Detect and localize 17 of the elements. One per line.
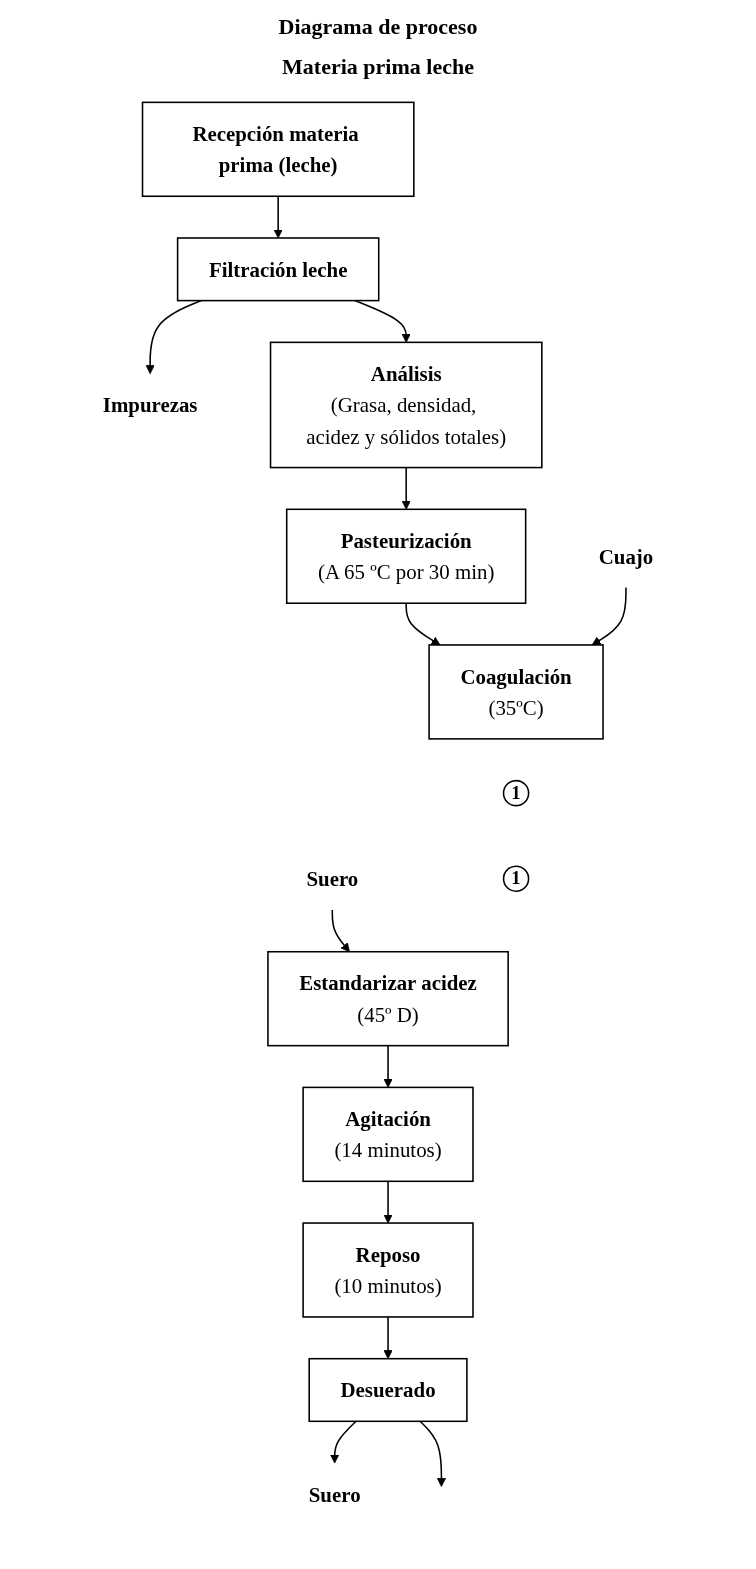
node-text: Impurezas xyxy=(102,393,198,417)
node-text: Suero xyxy=(308,1482,361,1506)
node-text: Suero xyxy=(306,867,359,891)
node-box: Análisis (Grasa, densidad, acidez y sólidos totales) xyxy=(269,341,543,469)
node-text: Cuajo xyxy=(598,544,654,568)
node-box: Estandarizar acidez (45º D) xyxy=(267,950,509,1047)
node-box: Reposo (10 minutos) xyxy=(302,1222,474,1318)
subtitle: Materia prima leche xyxy=(281,54,475,80)
node-box: Agitación (14 minutos) xyxy=(302,1086,474,1183)
node-box: Desuerado xyxy=(308,1357,468,1423)
node-box: Pasteurización (A 65 ºC por 30 min) xyxy=(285,508,527,604)
node-box: Filtración leche xyxy=(176,237,380,302)
node-box: Coagulación (35ºC) xyxy=(428,644,604,740)
node-box: Recepción materia prima (leche) xyxy=(141,101,415,198)
node-circle: 1 xyxy=(502,865,530,892)
node-circle: 1 xyxy=(502,779,530,807)
title: Diagrama de proceso xyxy=(277,14,479,40)
